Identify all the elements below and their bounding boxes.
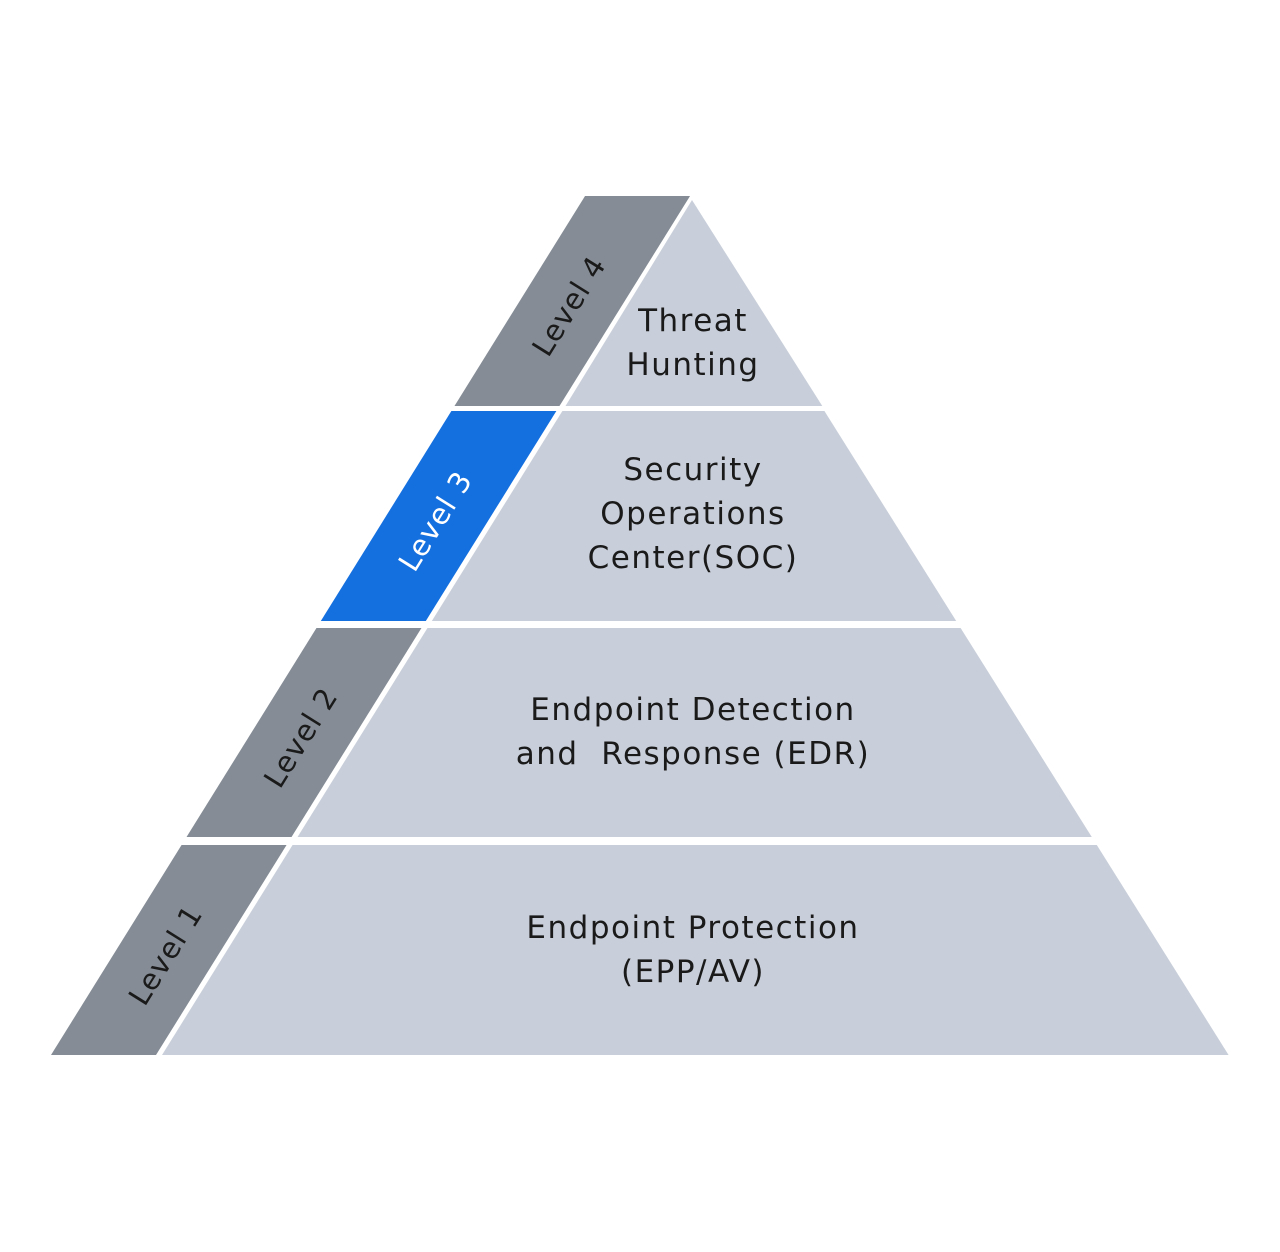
tier-title-line: Hunting [626, 347, 759, 383]
tier-title-line: (EPP/AV) [621, 954, 765, 990]
level-band-1 [51, 845, 287, 1055]
tier-title-line: Security [623, 452, 762, 488]
level-band-3 [320, 411, 557, 621]
tier-body-3 [431, 411, 957, 621]
level-band-4 [454, 196, 691, 406]
tier-title-line: Threat [637, 303, 748, 339]
tier-title-line: and Response (EDR) [516, 736, 870, 772]
tier-title-line: Endpoint Detection [530, 692, 855, 728]
tier-body-1 [162, 845, 1229, 1055]
tier-body-2 [297, 628, 1092, 837]
tier-title-line: Endpoint Protection [526, 910, 859, 946]
level-band-2 [186, 628, 422, 837]
tier-title-line: Operations [600, 496, 785, 532]
tier-title-line: Center(SOC) [588, 540, 799, 576]
tier-body-4 [565, 200, 823, 406]
